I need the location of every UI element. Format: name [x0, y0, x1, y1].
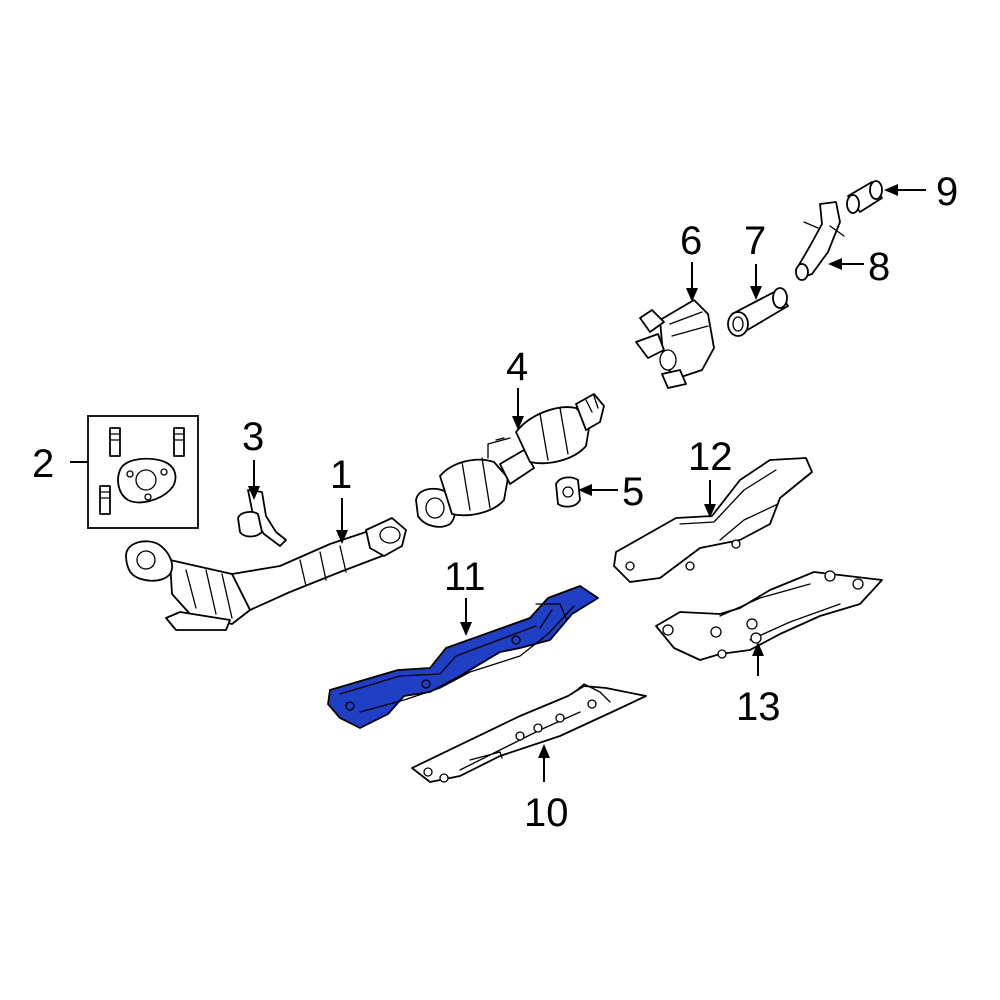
part-11-heat-shield-highlighted[interactable] [327, 585, 599, 729]
part-8-bent-pipe[interactable] [795, 201, 845, 281]
part-13-heat-shield[interactable] [655, 570, 883, 661]
callout-1: 1 [330, 453, 352, 497]
callout-12: 12 [688, 435, 733, 479]
part-4-converter-assembly[interactable] [415, 393, 605, 528]
callout-4: 4 [506, 345, 528, 389]
part-7-tailpipe[interactable] [727, 287, 789, 337]
callout-13: 13 [736, 685, 781, 729]
callout-7: 7 [744, 219, 766, 263]
callout-8: 8 [868, 245, 890, 289]
part-10-heat-shield[interactable] [411, 683, 647, 783]
callout-2: 2 [32, 442, 54, 486]
part-12-heat-shield[interactable] [613, 457, 813, 583]
callout-9: 9 [936, 170, 958, 214]
leader-lines [70, 184, 926, 782]
part-3-bracket[interactable] [237, 489, 287, 547]
callout-6: 6 [680, 219, 702, 263]
part-1-front-pipe[interactable] [125, 517, 407, 631]
callout-5: 5 [622, 470, 644, 514]
callout-10: 10 [524, 791, 569, 835]
callout-11: 11 [444, 555, 486, 599]
callout-3: 3 [242, 415, 264, 459]
part-9-exhaust-tip[interactable] [846, 180, 883, 214]
part-6-muffler[interactable] [635, 299, 715, 389]
part-5-gasket[interactable] [555, 476, 581, 508]
part-2-gasket-kit[interactable] [87, 415, 199, 529]
